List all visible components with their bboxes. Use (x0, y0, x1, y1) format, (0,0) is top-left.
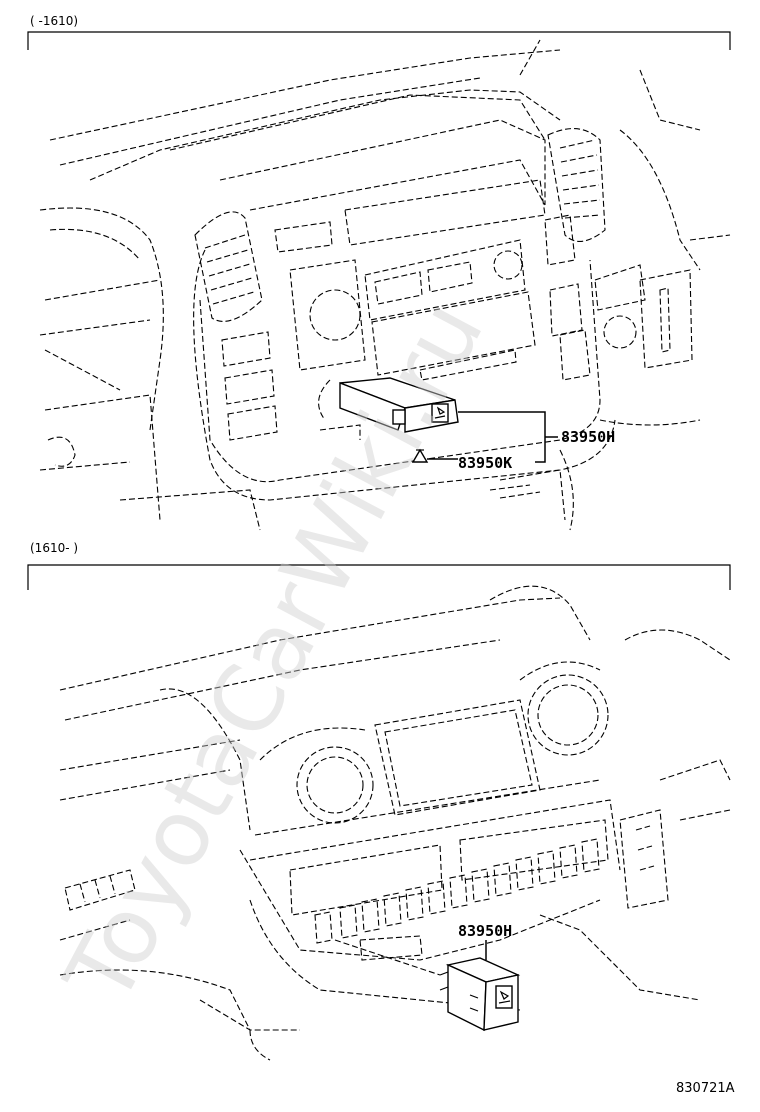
label-83950h-bottom: 83950H (458, 922, 512, 940)
section-top: ( -1610) (27, 14, 731, 531)
section-bottom-header: (1610- ) (30, 541, 78, 555)
label-83950h-top: 83950H (561, 428, 615, 446)
top-bulb-part (411, 448, 429, 463)
figure-code: 830721A (676, 1081, 735, 1096)
top-dashboard-drawing (39, 39, 731, 531)
label-83950k-top: 83950K (458, 454, 512, 472)
bottom-switch-part (439, 957, 521, 1032)
section-top-header: ( -1610) (30, 14, 78, 28)
section-bottom: (1610- ) (27, 541, 731, 1061)
section-top-frame (27, 31, 731, 50)
top-switch-part (339, 377, 459, 433)
section-bottom-frame (27, 564, 731, 590)
bottom-dashboard-drawing (59, 585, 731, 1061)
